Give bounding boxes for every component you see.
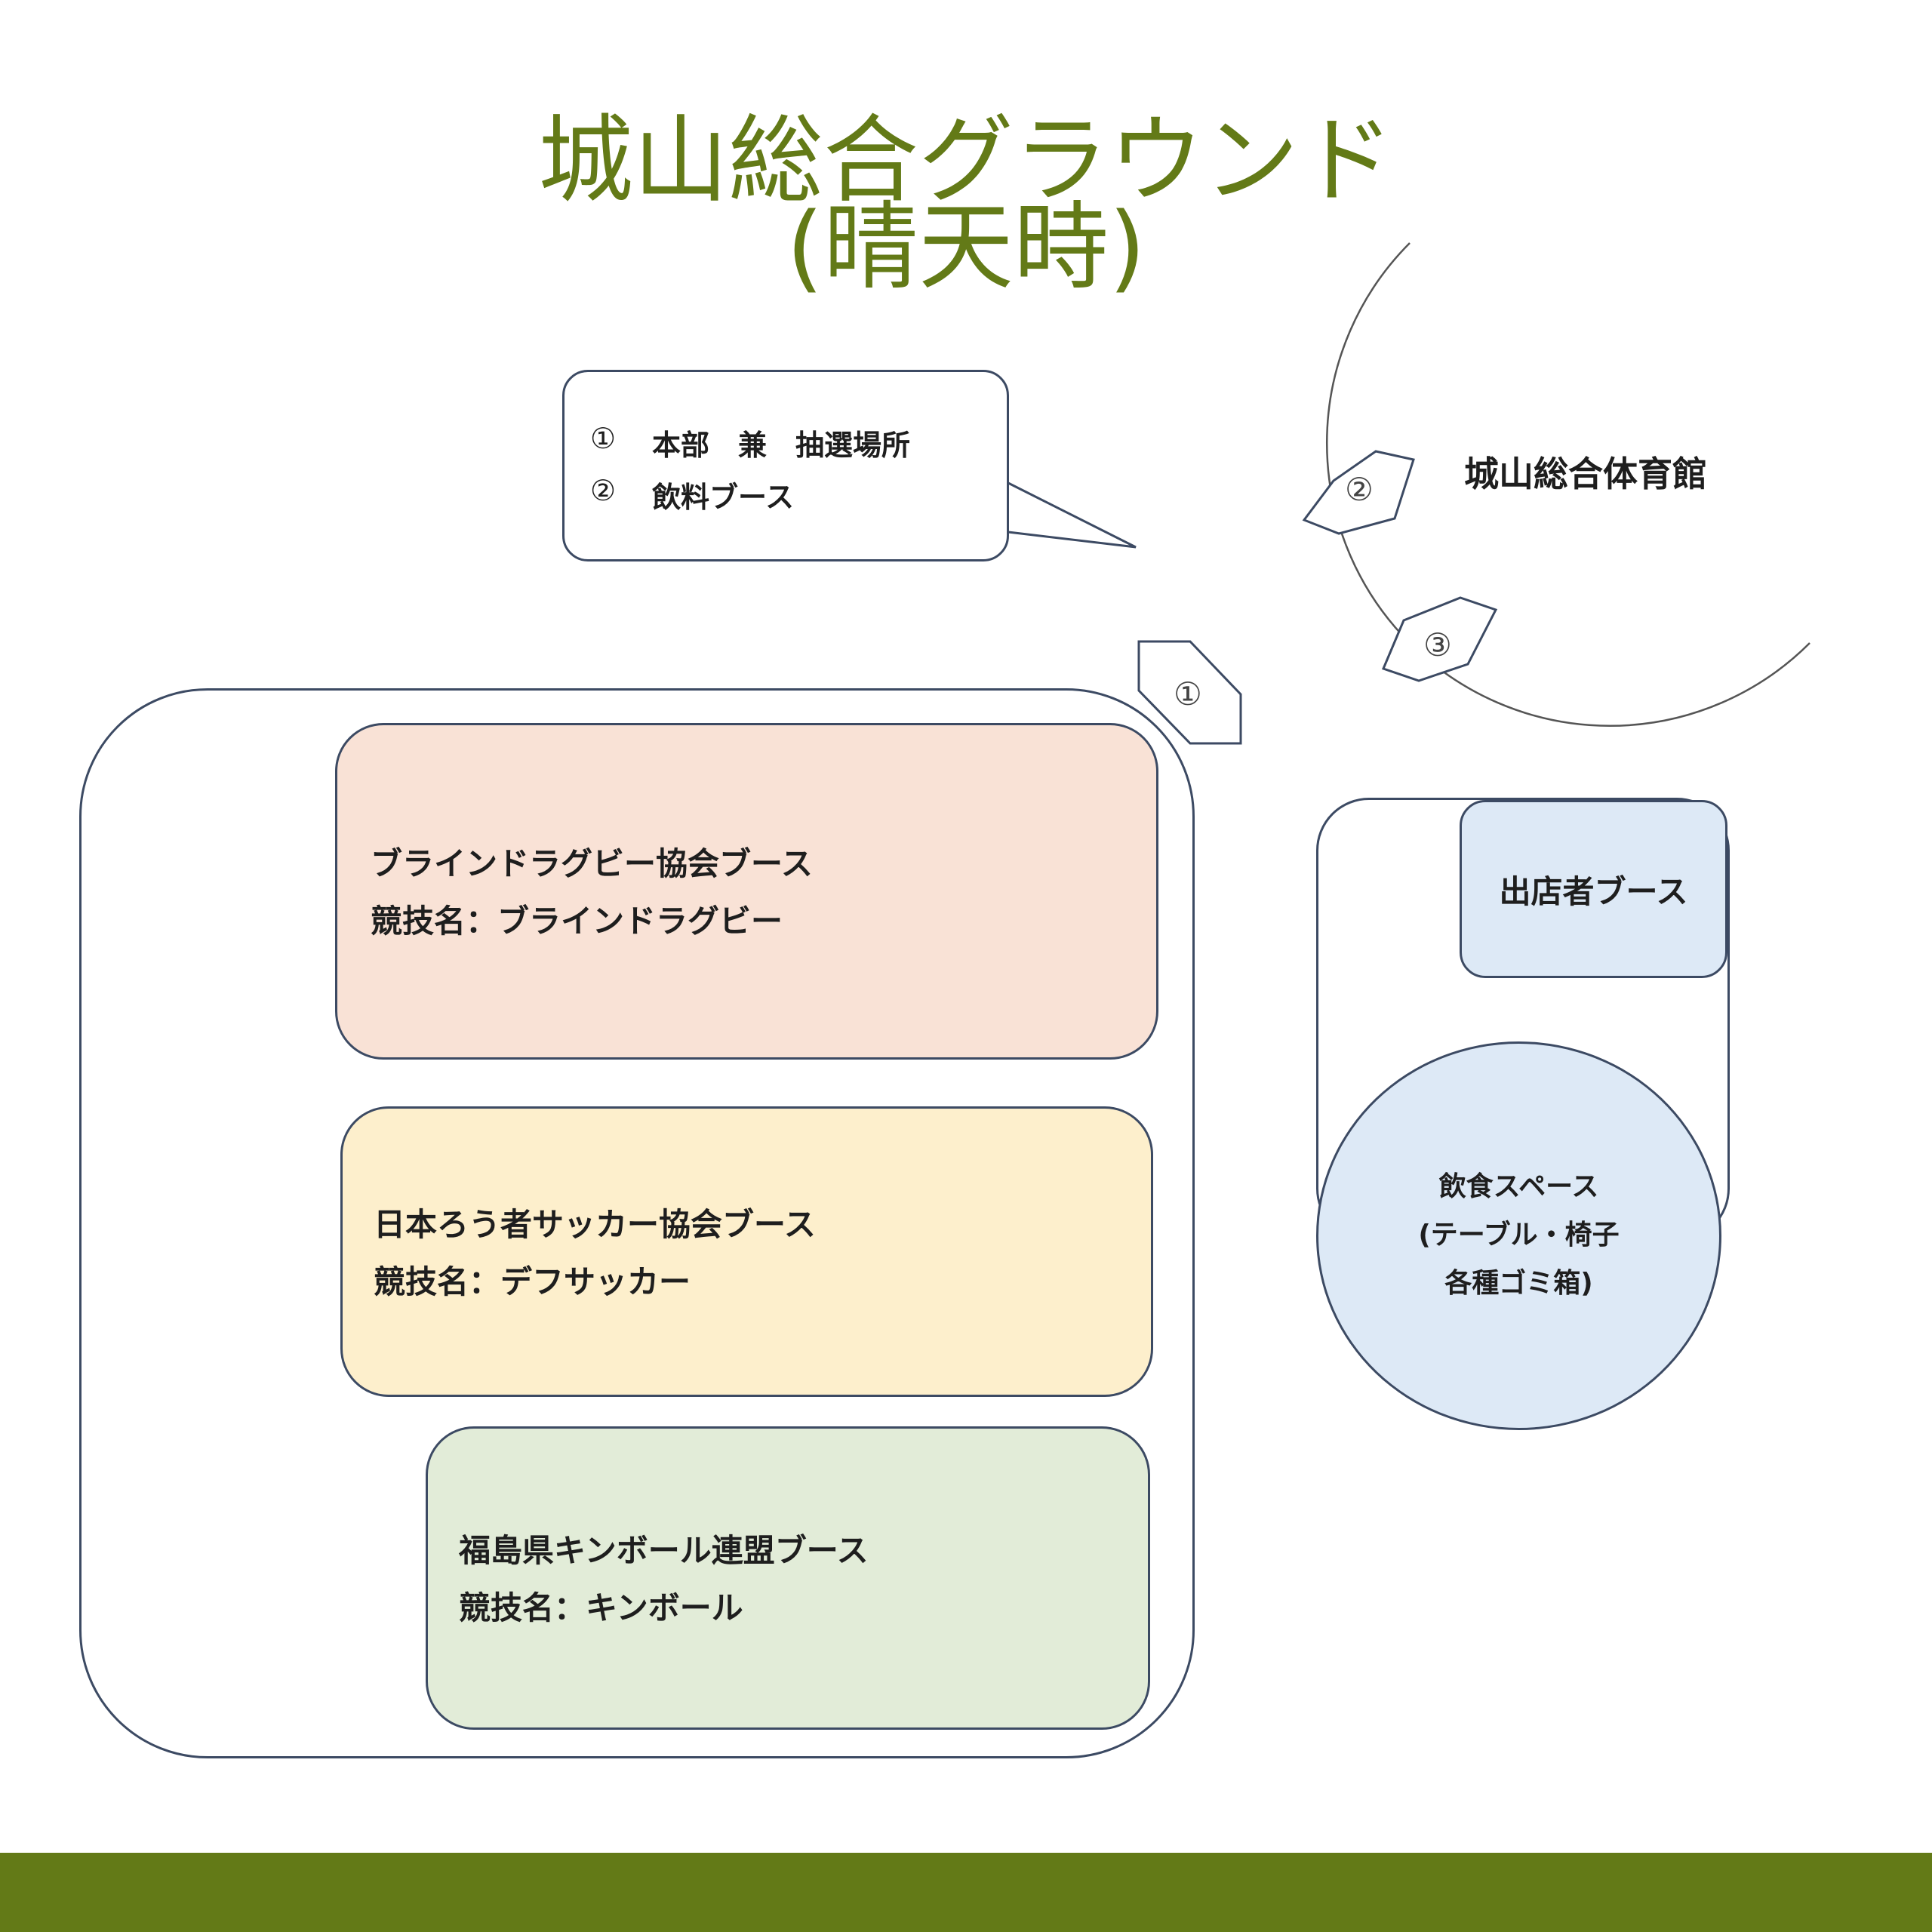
gym-label: 城山総合体育館 [1464, 454, 1707, 494]
dining-line-3: 各種ゴミ箱) [1444, 1268, 1593, 1299]
main-booth-area [79, 688, 1195, 1758]
marker-3-label: ③ [1423, 626, 1452, 663]
dining-line-2: (テーブル・椅子 [1418, 1220, 1620, 1251]
booth-kinball-text: 福島県キンボール連盟ブース 競技名：キンボール [459, 1522, 869, 1637]
vendor-booth: 出店者ブース [1460, 800, 1727, 978]
booth-kinball: 福島県キンボール連盟ブース 競技名：キンボール [426, 1426, 1150, 1730]
booth-deaf-soccer-name: 日本ろう者サッカー協会ブース [374, 1206, 816, 1243]
legend-item-1-number: ① [590, 422, 617, 455]
booth-blind-rugby-text: ブラインドラグビー協会ブース 競技名：ブラインドラグビー [371, 835, 813, 950]
legend-item-2-number: ② [590, 474, 617, 507]
title-line-weather: (晴天時) [786, 192, 1146, 303]
marker-3: ③ [1381, 596, 1498, 682]
footer-band [0, 1853, 1932, 1932]
booth-kinball-sport: 競技名：キンボール [459, 1589, 743, 1626]
dining-space-text: 飲食スペース (テーブル・椅子 各種ゴミ箱) [1318, 1163, 1719, 1308]
legend-callout: ① 本部 兼 抽選場所 ② 飲料ブース [562, 370, 1009, 561]
marker-1-label: ① [1174, 675, 1202, 712]
marker-2: ② [1302, 450, 1415, 535]
marker-2-label: ② [1345, 471, 1374, 508]
booth-blind-rugby-name: ブラインドラグビー協会ブース [371, 845, 813, 882]
title-line-venue: 城山総合グラウンド [538, 105, 1394, 216]
dining-line-1: 飲食スペース [1438, 1171, 1599, 1202]
booth-deaf-soccer-sport: 競技名：デフサッカー [374, 1263, 691, 1300]
marker-1: ① [1137, 640, 1242, 745]
vendor-booth-label: 出店者ブース [1499, 872, 1688, 910]
marker-3-shape [1381, 596, 1498, 682]
page-title: 城山総合グラウンド (晴天時) [0, 105, 1932, 303]
marker-2-shape [1302, 450, 1415, 535]
legend-item-1-label: 本部 兼 抽選場所 [652, 429, 911, 462]
booth-deaf-soccer: 日本ろう者サッカー協会ブース 競技名：デフサッカー [340, 1106, 1153, 1397]
legend-item-2-label: 飲料ブース [652, 481, 795, 514]
booth-kinball-name: 福島県キンボール連盟ブース [459, 1532, 869, 1569]
booth-blind-rugby-sport: 競技名：ブラインドラグビー [371, 903, 783, 940]
dining-space: 飲食スペース (テーブル・椅子 各種ゴミ箱) [1316, 1041, 1721, 1430]
booth-blind-rugby: ブラインドラグビー協会ブース 競技名：ブラインドラグビー [335, 723, 1158, 1060]
callout-pointer [1008, 481, 1137, 549]
marker-1-shape [1137, 640, 1242, 745]
booth-deaf-soccer-text: 日本ろう者サッカー協会ブース 競技名：デフサッカー [374, 1196, 816, 1311]
